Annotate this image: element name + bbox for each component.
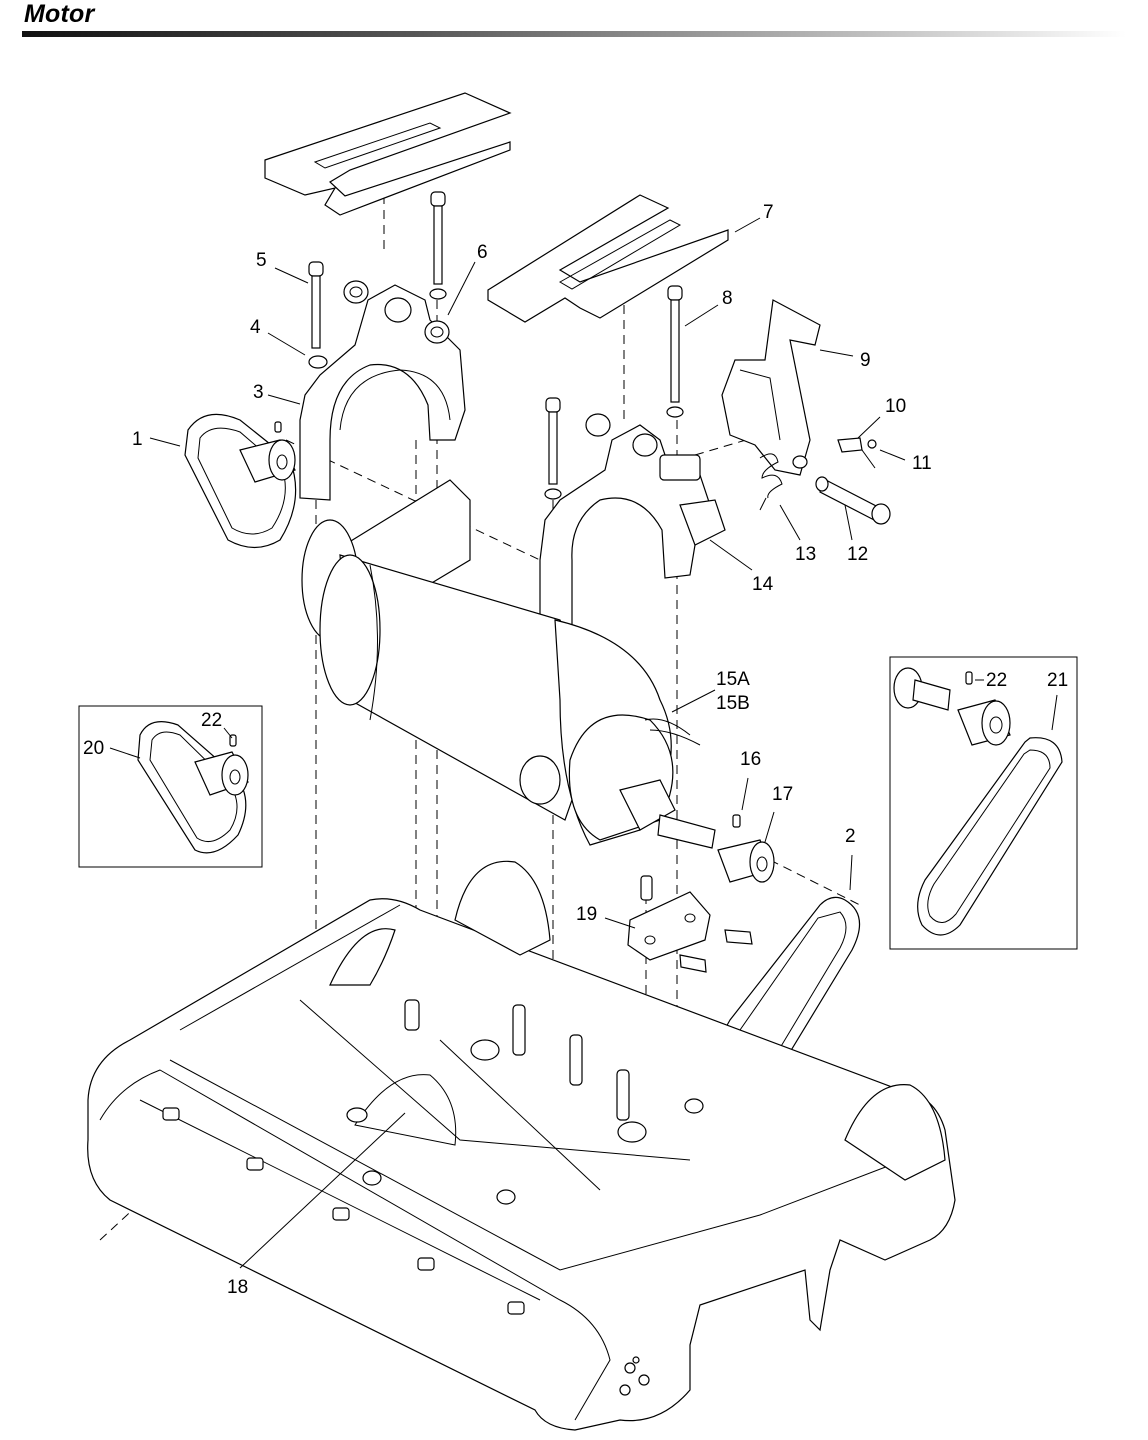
- belt-20: [137, 721, 247, 854]
- callout-17: 17: [772, 784, 793, 805]
- callout-11: 11: [912, 453, 932, 474]
- pulley-1: [239, 421, 296, 483]
- belt-1: [184, 413, 297, 549]
- callout-16: 16: [740, 749, 761, 770]
- page-header: Motor: [22, 0, 1148, 40]
- pin-12: [815, 476, 891, 525]
- latch-9: [721, 299, 821, 476]
- bolt-5: [308, 261, 324, 349]
- spring-13: [759, 453, 783, 511]
- callout-13: 13: [795, 544, 816, 565]
- callout-21: 21: [1047, 670, 1068, 691]
- callout-9: 9: [860, 350, 871, 371]
- top-plate-right: [487, 194, 729, 323]
- callout-14: 14: [752, 574, 774, 595]
- screw-11: [867, 439, 877, 449]
- callout-labels: 1 2 3 4 5 6 7 8 9 10 11 12 13 14 15A 15B…: [83, 202, 1068, 1298]
- motor-drawing: [301, 479, 716, 849]
- callout-22-right: 22: [986, 670, 1007, 691]
- clip-10: [837, 437, 876, 469]
- callout-22-left: 22: [201, 710, 222, 731]
- callout-10: 10: [885, 396, 906, 417]
- motor-bracket-right: [539, 413, 726, 641]
- bolt-8: [666, 285, 684, 418]
- callout-8: 8: [722, 288, 733, 309]
- callout-20: 20: [83, 738, 104, 759]
- callout-15b: 15B: [716, 693, 750, 714]
- callout-4: 4: [250, 317, 261, 338]
- callout-7: 7: [763, 202, 774, 223]
- pulley-17: [717, 814, 775, 883]
- callout-6: 6: [477, 242, 488, 263]
- callout-3: 3: [253, 382, 264, 403]
- shaft-inset-21: [893, 667, 951, 711]
- belt-21: [917, 737, 1063, 936]
- inset-box-left: [78, 705, 263, 868]
- base-housing-drawing: [87, 860, 956, 1431]
- pin-16: [640, 875, 653, 901]
- callout-15a: 15A: [716, 669, 750, 690]
- washer-4: [308, 355, 328, 369]
- bolt-mid: [544, 397, 562, 500]
- callout-1: 1: [132, 429, 143, 450]
- leader-lines: [109, 217, 1058, 1269]
- bolt-center-top: [429, 191, 447, 300]
- title-rule: [22, 31, 1126, 37]
- callout-2: 2: [845, 826, 856, 847]
- bracket-19: [627, 891, 753, 973]
- page-title: Motor: [24, 0, 95, 28]
- top-plate-left: [264, 92, 512, 216]
- inset-box-right: [889, 656, 1078, 950]
- callout-5: 5: [256, 250, 267, 271]
- pulley-21: [957, 671, 1011, 746]
- pulley-20: [194, 734, 249, 796]
- callout-12: 12: [847, 544, 868, 565]
- callout-19: 19: [576, 904, 597, 925]
- callout-18: 18: [227, 1277, 248, 1298]
- motor-bracket-left: [299, 280, 466, 501]
